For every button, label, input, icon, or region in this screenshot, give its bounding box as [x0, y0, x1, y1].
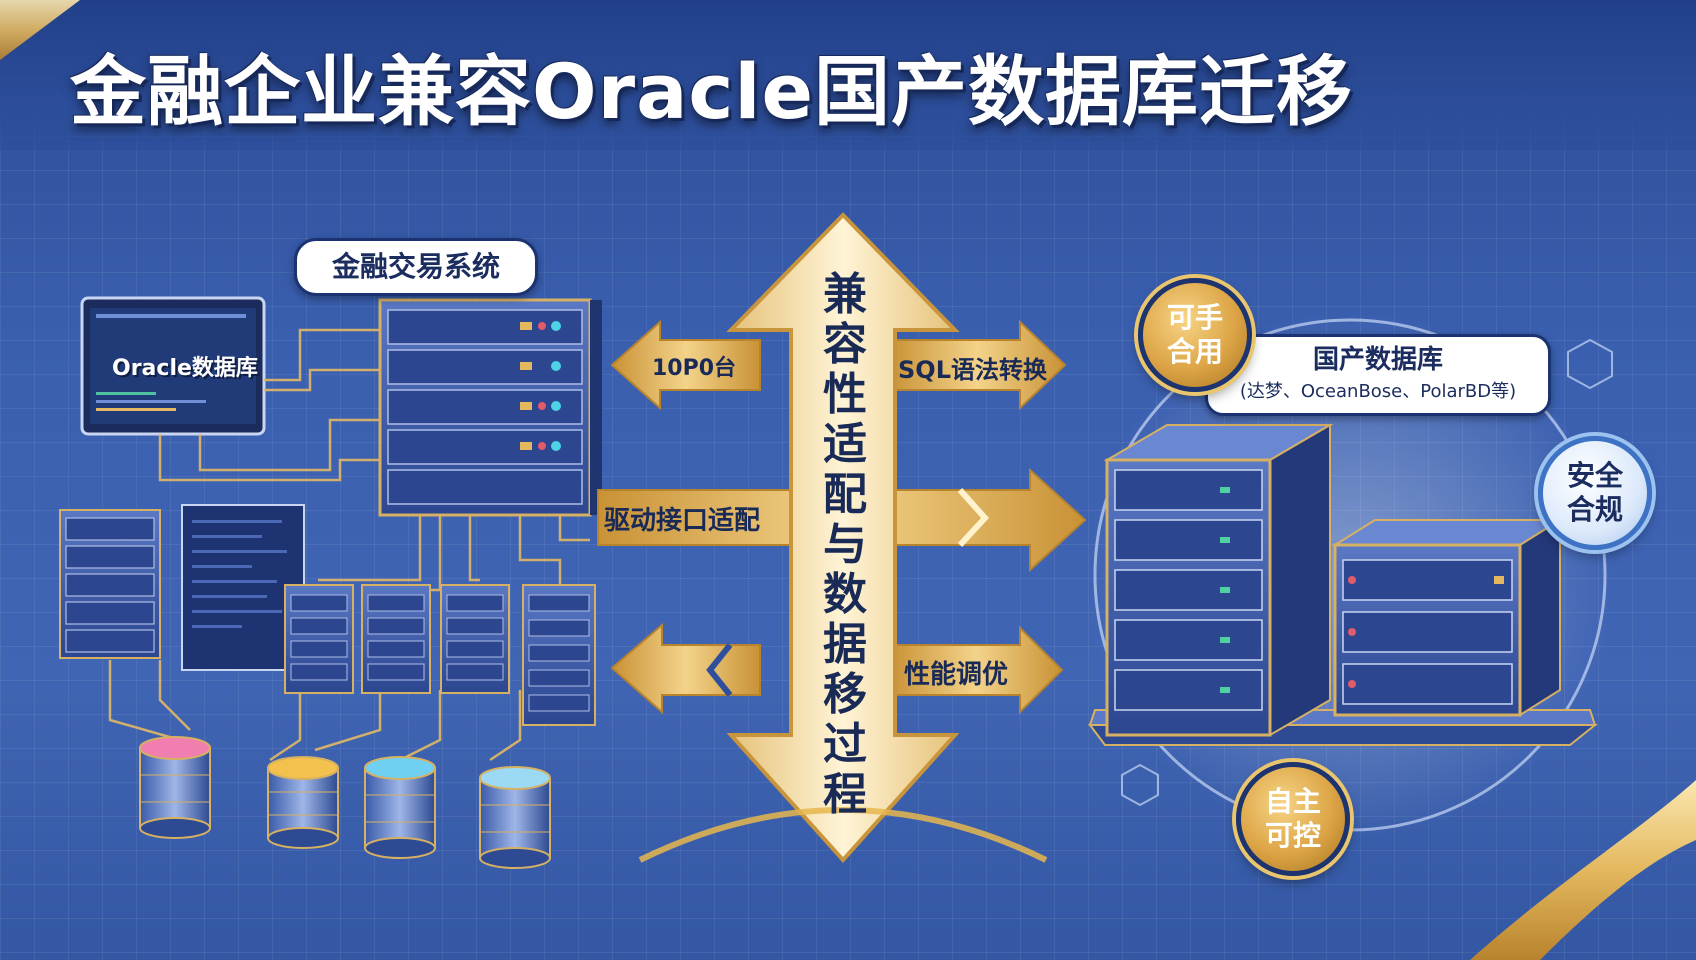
hex-icons: [1121, 338, 1613, 807]
vertical-char: 配: [823, 469, 867, 520]
cable-bundle: [108, 328, 590, 762]
right-ring: [1093, 318, 1607, 832]
vertical-char: 适: [823, 419, 867, 470]
vertical-char: 性: [823, 369, 867, 420]
main-rack: [378, 298, 602, 517]
available-badge-line1: 可手: [1166, 301, 1223, 334]
financial-system-label: 金融交易系统: [294, 238, 538, 296]
arrow-bottom-right-label: 性能调优: [904, 660, 1009, 690]
arrow-top-left-label: 10Ρ0台: [652, 356, 737, 381]
vertical-char: 数: [823, 569, 867, 620]
vertical-char: 兼: [823, 269, 867, 320]
available-badge-line2: 合用: [1166, 335, 1223, 368]
vertical-process-text: 兼 容 性 适 配 与 数 据 移 过 程: [810, 270, 880, 820]
arrow-top-right-label: SQL语法转换: [898, 356, 1047, 384]
corner-ribbon-top-left: [0, 0, 80, 60]
vertical-char: 移: [823, 669, 867, 720]
domestic-db-title: 国产数据库: [1312, 345, 1443, 375]
arrow-bottom-right: [889, 625, 1064, 715]
vertical-char: 据: [823, 619, 867, 670]
vertical-char: 容: [823, 319, 867, 370]
vertical-char: 程: [823, 769, 867, 820]
controllable-badge-line2: 可控: [1264, 819, 1321, 852]
db-cylinder-1: [139, 736, 211, 839]
domestic-db-subtitle: (达梦、OceanBose、PolarBD等): [1239, 381, 1517, 402]
arc-glow: [638, 807, 1048, 863]
db-cylinder-2: [267, 756, 339, 849]
controllable-badge-line1: 自主: [1264, 785, 1321, 818]
oracle-db-label: Oracle数据库: [112, 356, 258, 381]
corner-ribbon-bottom-right: [1470, 780, 1696, 960]
arrow-bottom-chevron: [706, 643, 733, 697]
domestic-db-label: 国产数据库 (达梦、OceanBose、PolarBD等): [1205, 334, 1551, 416]
arrow-bottom-left: [610, 622, 761, 715]
arrow-middle-chevron: [957, 488, 990, 548]
vertical-char: 与: [823, 519, 867, 570]
page-title: 金融企业兼容Oracle国产数据库迁移: [70, 47, 1354, 136]
oracle-monitor: [80, 296, 266, 436]
db-cylinder-3: [364, 756, 436, 859]
right-server-stack: [1331, 518, 1564, 717]
arrow-top-left: [610, 319, 761, 411]
arrow-top-right: [889, 319, 1067, 411]
db-cylinder-4: [479, 766, 551, 869]
secure-badge-line1: 安全: [1566, 459, 1623, 492]
available-badge: 可手 合用: [1138, 278, 1252, 392]
rack-row-units: [290, 594, 590, 712]
vertical-char: 过: [823, 719, 867, 770]
vertical-double-arrow: [726, 212, 960, 863]
big-server-rack: [1103, 423, 1334, 737]
left-rack: [59, 509, 161, 659]
controllable-badge: 自主 可控: [1236, 762, 1350, 876]
title-band: [0, 0, 1696, 150]
secure-badge-line2: 合规: [1566, 493, 1623, 526]
mid-screen-rack: [181, 504, 305, 671]
secure-badge: 安全 合规: [1538, 436, 1652, 550]
arrow-middle-left-label: 驱动接口适配: [604, 506, 761, 536]
